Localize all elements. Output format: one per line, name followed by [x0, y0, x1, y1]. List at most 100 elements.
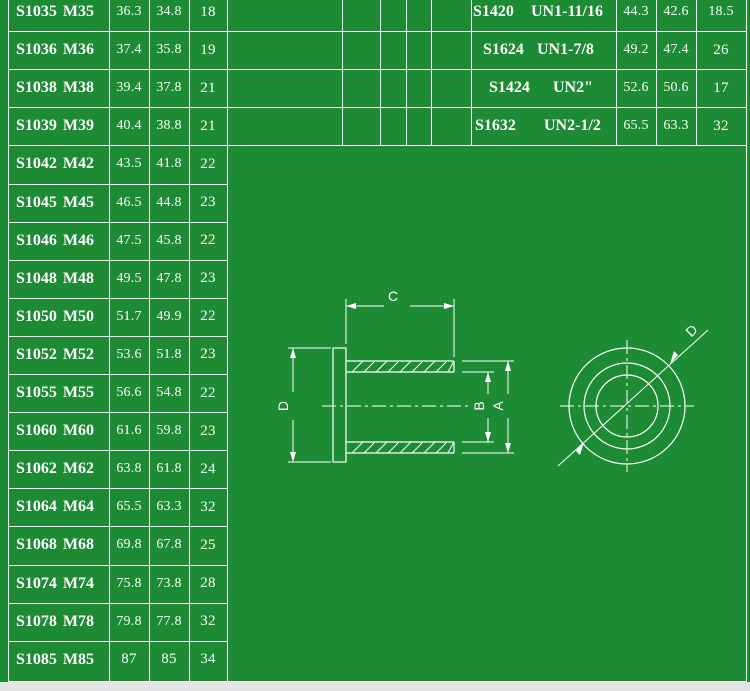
metric-size: M48	[62, 269, 95, 287]
part-code: S1074	[16, 574, 57, 592]
left-row-code: S1078 M78	[16, 603, 109, 641]
dim-d-arrow-top	[290, 348, 296, 358]
metric-size: M68	[62, 536, 95, 554]
hatch-line	[411, 441, 424, 454]
dim-d-label: D	[275, 401, 291, 411]
left-row-a: 65.5	[116, 499, 142, 515]
right-row-c: 17	[713, 79, 729, 96]
left-row-c: 18	[200, 3, 216, 20]
left-row-b: 37.8	[156, 80, 182, 96]
right-row-b: 47.4	[663, 42, 689, 58]
left-row-c: 23	[200, 194, 216, 211]
metric-size: M46	[62, 231, 95, 249]
part-code: S1036	[16, 41, 57, 59]
hatch-line	[435, 441, 448, 454]
dim-c-arrow-left	[346, 303, 356, 309]
hatch-line	[363, 360, 376, 373]
hatch-line	[387, 441, 400, 454]
left-row-c: 21	[200, 117, 216, 134]
hatch-line	[447, 441, 455, 454]
metric-size: M78	[62, 612, 95, 630]
right-row-thread: UN1-11/16	[531, 3, 603, 21]
left-row-a: 47.5	[116, 232, 142, 248]
hatch-line	[399, 360, 412, 373]
dim-a-label: A	[490, 401, 506, 411]
metric-size: M85	[62, 650, 95, 668]
left-row-a: 61.6	[116, 423, 142, 439]
hatch-line	[375, 360, 388, 373]
left-row-a: 75.8	[116, 575, 142, 591]
hatch-line	[423, 441, 436, 454]
part-code: S1064	[16, 498, 57, 516]
right-row-thread: UN2-1/2	[544, 117, 601, 135]
dim-d-diameter-line	[557, 329, 709, 467]
left-row-b: 73.8	[156, 575, 182, 591]
left-row-c: 32	[200, 498, 216, 515]
hatch-line	[351, 441, 364, 454]
left-row-b: 44.8	[156, 194, 182, 210]
hatch-line	[435, 360, 448, 373]
flange-outline	[332, 347, 347, 463]
left-row-c: 22	[200, 384, 216, 401]
right-row-b: 50.6	[663, 80, 689, 96]
left-row-b: 67.8	[156, 537, 182, 553]
hatch-line	[399, 441, 412, 454]
left-row-b: 54.8	[156, 385, 182, 401]
left-row-code: S1074 M74	[16, 565, 109, 603]
right-row-b: 63.3	[663, 118, 689, 134]
hatching	[351, 360, 455, 454]
metric-size: M38	[62, 79, 95, 97]
left-row-c: 19	[200, 41, 216, 58]
left-row-c: 24	[200, 460, 216, 477]
left-row-b: 61.8	[156, 461, 182, 477]
right-row-code: S1624	[483, 41, 524, 59]
left-row-a: 43.5	[116, 156, 142, 172]
part-code: S1050	[16, 307, 57, 325]
left-row-c: 23	[200, 346, 216, 363]
part-code: S1046	[16, 231, 57, 249]
left-row-a: 69.8	[116, 537, 142, 553]
right-row-code: S1420	[473, 3, 514, 21]
hatch-line	[411, 360, 424, 373]
right-row-code: S1424	[489, 79, 530, 97]
hatch-line	[363, 441, 376, 454]
left-row-a: 40.4	[116, 118, 142, 134]
left-row-c: 22	[200, 155, 216, 172]
part-code: S1039	[16, 117, 57, 135]
left-row-a: 36.3	[116, 4, 142, 20]
left-row-c: 32	[200, 613, 216, 630]
dim-a-arrow-top	[505, 361, 511, 371]
metric-size: M74	[62, 574, 95, 592]
metric-size: M64	[62, 498, 95, 516]
left-row-a: 79.8	[116, 613, 142, 629]
right-row-c: 18.5	[708, 4, 734, 20]
left-row-b: 63.3	[156, 499, 182, 515]
right-row-a: 44.3	[623, 4, 649, 20]
metric-size: M60	[62, 422, 95, 440]
metric-size: M42	[62, 155, 95, 173]
left-row-b: 35.8	[156, 42, 182, 58]
part-code: S1048	[16, 269, 57, 287]
part-code: S1078	[16, 612, 57, 630]
left-row-a: 87	[121, 651, 137, 668]
right-row-a: 49.2	[623, 42, 649, 58]
right-row-c: 26	[713, 41, 729, 58]
hatch-line	[351, 360, 364, 373]
left-row-a: 56.6	[116, 385, 142, 401]
left-row-a: 49.5	[116, 270, 142, 286]
right-row-b: 42.6	[663, 4, 689, 20]
left-row-code: S1064 M64	[16, 488, 109, 526]
dim-d-diameter-arrow-lower	[576, 442, 584, 455]
left-row-a: 39.4	[116, 80, 142, 96]
left-row-a: 37.4	[116, 42, 142, 58]
left-row-b: 47.8	[156, 270, 182, 286]
left-row-b: 77.8	[156, 613, 182, 629]
